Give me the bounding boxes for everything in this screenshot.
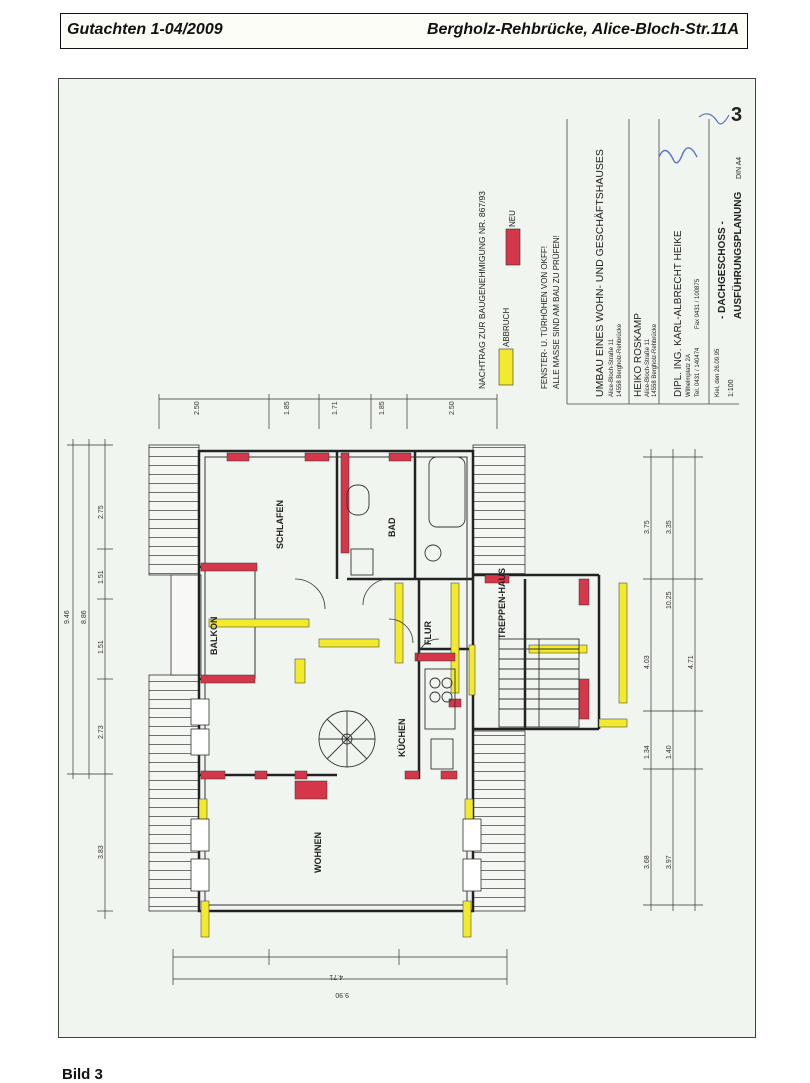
plan-scale: 1:100 bbox=[728, 379, 735, 397]
dim-total-depth: 9.90 bbox=[335, 991, 349, 998]
room-label-bad: BAD bbox=[387, 517, 397, 537]
right-dimension-lines bbox=[643, 449, 703, 911]
room-label-flur: FLUR bbox=[423, 621, 433, 645]
room-label-balkon: BALKON bbox=[209, 617, 219, 656]
balcony-slab bbox=[170, 574, 202, 676]
figure-caption: Bild 3 bbox=[62, 1066, 103, 1083]
dim-471: 4.71 bbox=[688, 655, 695, 669]
drawing-title: - DACHGESCHOSS - bbox=[717, 221, 728, 319]
dim-top-185b: 1.85 bbox=[379, 401, 386, 415]
new-construction-elements bbox=[200, 452, 590, 800]
project-address-1: Alice-Bloch-Straße 11 bbox=[609, 338, 615, 397]
legend-note-2: ALLE MASSE SIND AM BAU ZU PRÜFEN! bbox=[552, 235, 561, 389]
roof-areas bbox=[148, 444, 526, 912]
dim-inner-width: 8.86 bbox=[81, 610, 88, 624]
dim-151a: 1.51 bbox=[98, 570, 105, 584]
main-staircase bbox=[498, 638, 580, 728]
property-address: Bergholz-Rehbrücke, Alice-Bloch-Str.11A bbox=[426, 21, 739, 38]
top-dimension-line bbox=[158, 394, 498, 429]
dim-top-left: 2.50 bbox=[194, 401, 201, 415]
architect-street: Wilhelmplatz 2A bbox=[686, 354, 692, 397]
owner-city: 14558 Bergholz-Rehbrücke bbox=[652, 323, 658, 397]
dim-335: 3.35 bbox=[666, 520, 673, 534]
dim-375: 3.75 bbox=[644, 520, 651, 534]
legend-new-swatch bbox=[505, 228, 521, 266]
left-dimension-lines bbox=[67, 439, 113, 919]
dim-top-185a: 1.85 bbox=[284, 401, 291, 415]
dim-top-171: 1.71 bbox=[332, 401, 339, 415]
roof-area-top-right bbox=[472, 444, 526, 576]
spiral-staircase bbox=[318, 710, 376, 768]
drawing-subtitle: AUSFÜHRUNGSPLANUNG bbox=[731, 192, 744, 319]
dim-471-bottom: 4.71 bbox=[329, 973, 343, 980]
dim-134: 1.34 bbox=[644, 745, 651, 759]
legend-demolition-swatch bbox=[498, 348, 514, 386]
architect-phone: Tel. 0431 / 140474 bbox=[695, 347, 701, 397]
architect-name: DIPL. ING. KARL-ALBRECHT HEIKE bbox=[673, 230, 684, 397]
demolition-elements bbox=[198, 582, 628, 938]
title-block-text: UMBAU EINES WOHN- UND GESCHÄFTSHAUSES Al… bbox=[594, 104, 744, 397]
report-number: Gutachten 1-04/2009 bbox=[67, 21, 223, 38]
signature-initials bbox=[698, 113, 730, 125]
legend-note-1: FENSTER- U. TÜRHÖHEN VON OKFF! bbox=[540, 246, 549, 389]
legend-demolition-label: ABBRUCH bbox=[502, 308, 511, 347]
project-title: UMBAU EINES WOHN- UND GESCHÄFTSHAUSES bbox=[594, 149, 606, 397]
walls bbox=[197, 449, 601, 913]
legend: NACHTRAG ZUR BAUGENEHMIGUNG NR. 867/93 A… bbox=[477, 191, 561, 389]
dim-403: 4.03 bbox=[644, 655, 651, 669]
floor-plan-sheet: NACHTRAG ZUR BAUGENEHMIGUNG NR. 867/93 A… bbox=[58, 78, 756, 1038]
architect-fax: Fax 0431 / 100875 bbox=[695, 278, 701, 329]
dim-383: 3.83 bbox=[98, 845, 105, 859]
room-label-kuechen: KÜCHEN bbox=[397, 718, 407, 757]
room-label-schlafen: SCHLAFEN bbox=[275, 500, 285, 549]
room-label-treppenhaus: TREPPEN-HAUS bbox=[497, 568, 507, 639]
document-header: Gutachten 1-04/2009 Bergholz-Rehbrücke, … bbox=[60, 13, 748, 49]
window-openings bbox=[190, 698, 482, 892]
owner-address: Alice-Bloch-Straße 11 bbox=[645, 338, 651, 397]
door-swings bbox=[294, 578, 440, 662]
bathroom-fixtures bbox=[346, 456, 466, 576]
dim-397: 3.97 bbox=[666, 855, 673, 869]
roof-area-bottom-right bbox=[472, 730, 526, 912]
dim-top-right: 2.50 bbox=[449, 401, 456, 415]
dim-151b: 1.51 bbox=[98, 640, 105, 654]
legend-title: NACHTRAG ZUR BAUGENEHMIGUNG NR. 867/93 bbox=[477, 191, 487, 389]
sheet-number: 3 bbox=[731, 104, 742, 126]
signature bbox=[658, 147, 698, 164]
bottom-dimension-lines bbox=[172, 949, 508, 985]
plan-date: Kiel, den 26.09.95 bbox=[715, 348, 721, 397]
paper-format: DIN A4 bbox=[736, 157, 743, 179]
dim-total-width: 9.46 bbox=[64, 610, 71, 624]
kitchen-fixtures bbox=[424, 668, 456, 770]
dim-1025: 10.25 bbox=[666, 591, 673, 609]
floor-plan-drawing: NACHTRAG ZUR BAUGENEHMIGUNG NR. 867/93 A… bbox=[64, 104, 744, 998]
roof-area-top-left bbox=[148, 444, 200, 576]
dim-273: 2.73 bbox=[98, 725, 105, 739]
title-block bbox=[566, 119, 739, 405]
project-address-2: 14558 Bergholz-Rehbrücke bbox=[617, 323, 623, 397]
dim-275: 2.75 bbox=[98, 505, 105, 519]
room-label-wohnen: WOHNEN bbox=[313, 832, 323, 873]
owner-name: HEIKO ROSKAMP bbox=[633, 313, 644, 397]
dim-140: 1.40 bbox=[666, 745, 673, 759]
dim-368: 3.68 bbox=[644, 855, 651, 869]
legend-new-label: NEU bbox=[508, 210, 517, 227]
